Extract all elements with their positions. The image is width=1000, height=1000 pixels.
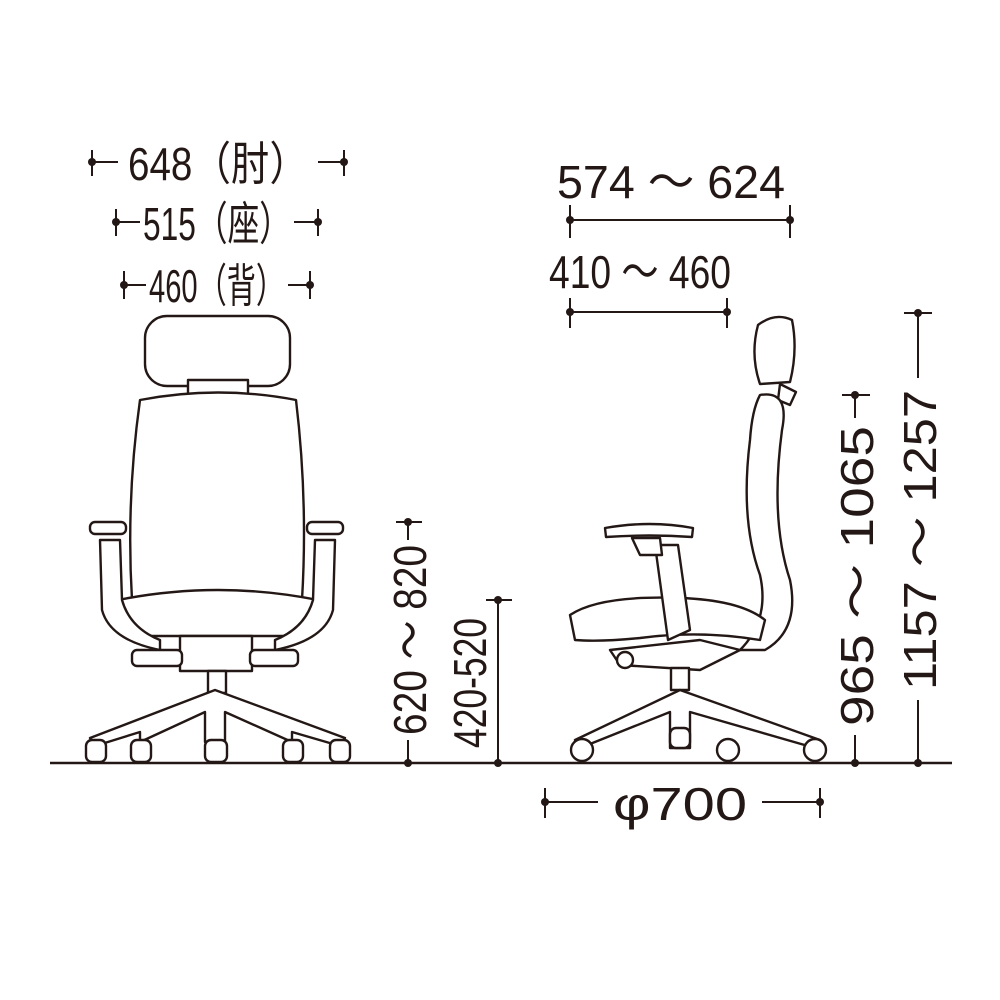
dim-seat-height: 420-520: [444, 596, 512, 767]
front-right-lever: [248, 648, 300, 668]
dim-back-height: 965 ～ 1065: [831, 391, 883, 767]
back-height-label: 965 ～ 1065: [831, 426, 883, 726]
front-left-lever: [130, 648, 184, 668]
dim-base-diameter: φ700: [541, 778, 824, 830]
side-headrest-bracket: [776, 382, 798, 407]
front-left-armpad: [88, 520, 128, 536]
front-mechanism: [178, 634, 254, 673]
seat-height-label: 420-520: [444, 618, 496, 748]
side-base: [573, 688, 822, 750]
dim-back-width: 460（背）: [120, 260, 314, 312]
front-seat: [116, 588, 320, 638]
side-gas-cylinder: [669, 666, 691, 692]
dim-armrest-height: 620 ～ 820: [384, 518, 436, 767]
side-armpad: [603, 522, 695, 539]
front-right-arm: [273, 538, 337, 652]
dim-overall-height: 1157 ～ 1257: [894, 309, 946, 767]
front-casters: [84, 738, 352, 764]
front-right-armpad: [305, 520, 345, 536]
front-backrest: [129, 391, 306, 602]
side-adjust-knob: [615, 650, 635, 670]
front-base: [88, 688, 347, 748]
dim-overall-depth: 574 ～ 624: [557, 156, 794, 238]
armrest-width-label: 648（肘）: [128, 138, 308, 190]
seat-depth-label: 410 ～ 460: [549, 246, 731, 298]
side-arm-post: [653, 543, 692, 642]
front-headrest: [143, 314, 292, 388]
overall-height-label: 1157 ～ 1257: [894, 390, 946, 690]
dim-armrest-width: 648（肘）: [88, 138, 348, 190]
front-left-arm: [98, 538, 162, 652]
dim-seat-depth: 410 ～ 460: [549, 246, 731, 328]
front-view-chair: [84, 314, 352, 764]
overall-depth-label: 574 ～ 624: [557, 156, 785, 208]
side-backrest: [738, 393, 794, 652]
side-headrest: [753, 315, 796, 386]
armrest-height-label: 620 ～ 820: [384, 545, 436, 735]
side-casters: [569, 726, 828, 763]
seat-width-label: 515（座）: [143, 198, 291, 250]
side-arm-height-button: [630, 536, 664, 557]
side-view-chair: [568, 315, 828, 763]
dim-seat-width: 515（座）: [112, 198, 322, 250]
back-width-label: 460（背）: [149, 260, 285, 312]
base-diameter-label: φ700: [613, 778, 747, 830]
